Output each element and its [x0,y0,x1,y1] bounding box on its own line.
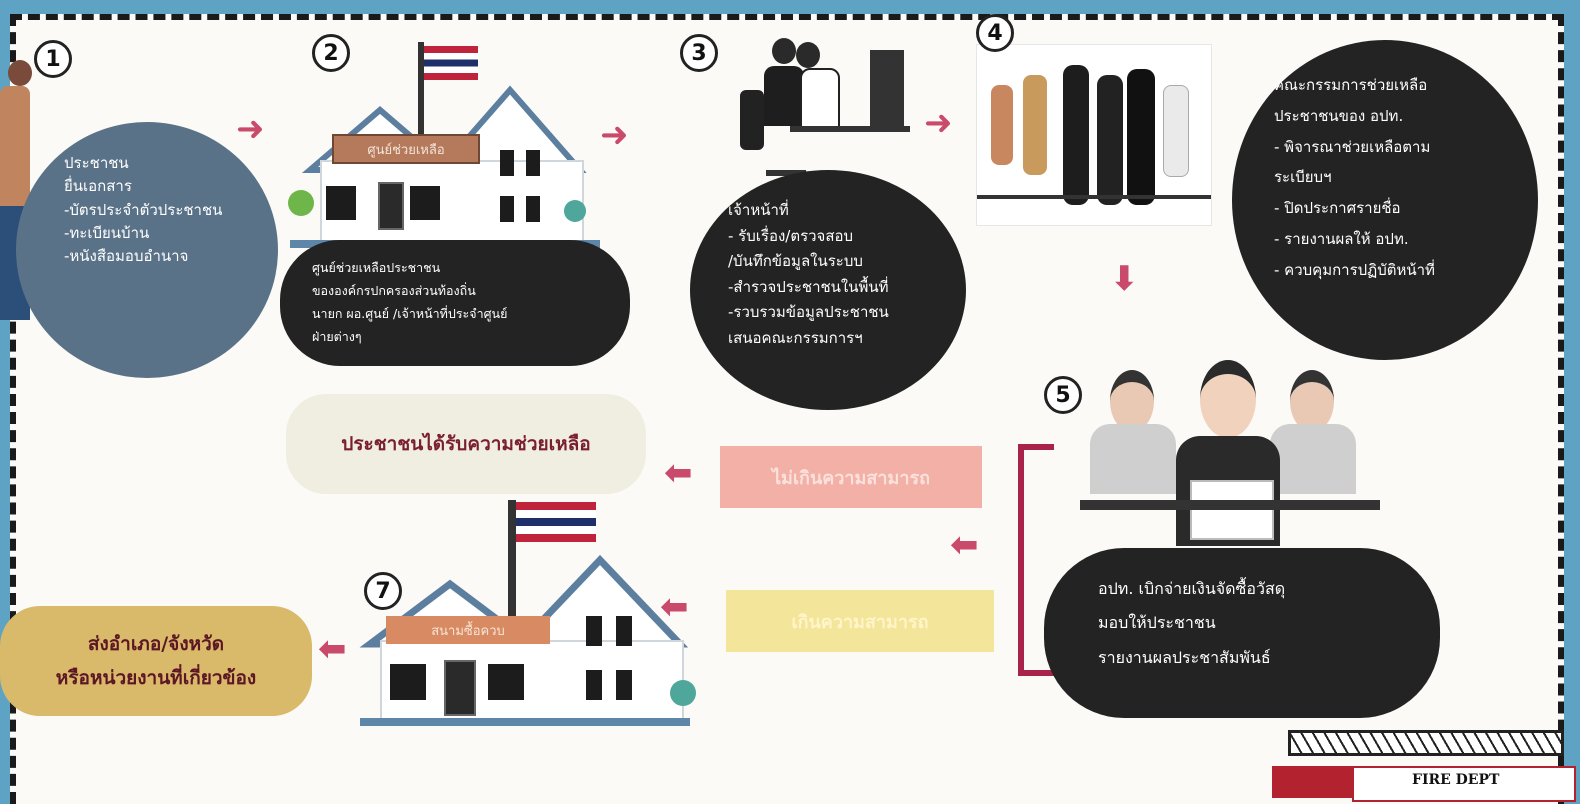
arrow-right-icon: ➜ [236,109,265,149]
step4-line: - รายงานผลให้ อปท. [1274,229,1409,248]
forward-to-district-pill: ส่งอำเภอ/จังหวัด หรือหน่วยงานที่เกี่ยวข้… [0,606,312,716]
step5-bubble: อปท. เบิกจ่ายเงินจัดซื้อวัสดุ มอบให้ประช… [1044,548,1440,718]
fire-dept-label: FIRE DEPT [1412,772,1500,788]
step2-line: ฝ่ายต่างๆ [312,329,362,345]
step3-line: เจ้าหน้าที่ [728,201,789,219]
outcome-pill: ประชาชนได้รับความช่วยเหลือ [286,394,646,494]
arrow-left-icon: ⬅ [660,587,689,627]
arrow-left-icon: ⬅ [318,629,347,669]
step1-line: ประชาชน [64,154,129,172]
step1-line: ยื่นเอกสาร [64,177,132,196]
step-number-2: 2 [312,34,350,72]
step-number-3: 3 [680,34,718,72]
step2-line: นายก ผอ.ศูนย์ /เจ้าหน้าที่ประจำศูนย์ [312,306,508,322]
step5-line: มอบให้ประชาชน [1098,613,1216,633]
step-number-4: 4 [976,14,1014,52]
step3-line: - รับเรื่อง/ตรวจสอบ [728,226,854,245]
arrow-right-icon: ➜ [924,103,953,143]
step2-line: ขององค์กรปกครองส่วนท้องถิ่น [312,283,476,299]
step4-line: - ควบคุมการปฏิบัติหน้าที่ [1274,260,1435,279]
step-number-7: 7 [364,572,402,610]
step4-line: - ปิดประกาศรายชื่อ [1274,199,1401,217]
step5-line: อปท. เบิกจ่ายเงินจัดซื้อวัสดุ [1098,579,1286,598]
help-center-sign: ศูนย์ช่วยเหลือ [332,134,480,164]
step4-bubble: คณะกรรมการช่วยเหลือ ประชาชนของ อปท. - พิ… [1232,40,1538,360]
step1-line: -หนังสือมอบอำนาจ [64,247,189,265]
step3-line: /บันทึกข้อมูลในระบบ [728,252,863,270]
step1-line: -บัตรประจำตัวประชาชน [64,200,223,219]
step1-line: -ทะเบียนบ้าน [64,223,150,242]
arrow-down-icon: ⬇ [1110,259,1139,299]
step2-bubble: ศูนย์ช่วยเหลือประชาชน ขององค์กรปกครองส่ว… [280,240,630,366]
arrow-right-icon: ➜ [600,115,629,155]
step4-line: คณะกรรมการช่วยเหลือ [1274,76,1428,94]
arrow-left-icon: ⬅ [664,453,693,493]
forward-line: ส่งอำเภอ/จังหวัด [87,632,225,655]
forward-line: หรือหน่วยงานที่เกี่ยวข้อง [55,667,257,689]
beyond-capacity-box: เกินความสามารถ [726,590,994,652]
step5-line: รายงานผลประชาสัมพันธ์ [1098,647,1271,667]
committee-meeting-illustration [976,44,1212,226]
step3-line: -สำรวจประชาชนในพื้นที่ [728,277,889,296]
step-number-5: 5 [1044,376,1082,414]
step3-line: -รวบรวมข้อมูลประชาชน [728,303,889,321]
decision-bracket [1018,444,1054,676]
district-office-sign: สนามซื้อควบ [386,616,550,644]
officer-desk-illustration [720,30,930,200]
step4-line: ระเบียบฯ [1274,168,1332,187]
step4-line: - พิจารณาช่วยเหลือตาม [1274,137,1431,156]
step4-line: ประชาชนของ อปท. [1274,106,1404,125]
executives-illustration [1080,360,1380,550]
step2-line: ศูนย์ช่วยเหลือประชาชน [312,260,441,275]
district-office-building [340,500,700,730]
arrow-left-icon: ⬅ [950,525,979,565]
within-capacity-box: ไม่เกินความสามารถ [720,446,982,508]
step3-bubble: เจ้าหน้าที่ - รับเรื่อง/ตรวจสอบ /บันทึกข… [690,170,966,410]
fire-truck-illustration: FIRE DEPT [1272,726,1576,802]
step-number-1: 1 [34,40,72,78]
step3-line: เสนอคณะกรรมการฯ [728,328,863,347]
step1-bubble: ประชาชน ยื่นเอกสาร -บัตรประจำตัวประชาชน … [16,122,278,378]
